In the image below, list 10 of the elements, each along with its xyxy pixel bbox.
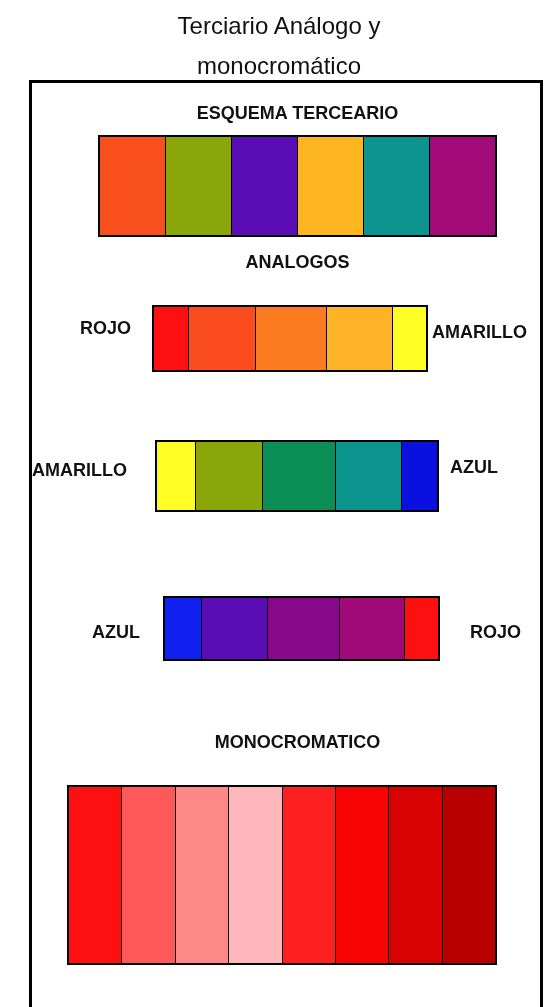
color-label: AMARILLO <box>432 322 527 342</box>
color-label: ANALOGOS <box>244 252 351 272</box>
color-label: MONOCROMATICO <box>213 732 382 752</box>
color-label: AMARILLO <box>32 460 127 480</box>
diagram-title: Terciario Análogo y monocromático <box>176 11 382 81</box>
color-label: AZUL <box>450 457 498 477</box>
color-label: ESQUEMA TERCEARIO <box>195 103 400 123</box>
color-label: AZUL <box>92 622 140 642</box>
color-label: ROJO <box>80 318 131 338</box>
color-label: ROJO <box>470 622 521 642</box>
